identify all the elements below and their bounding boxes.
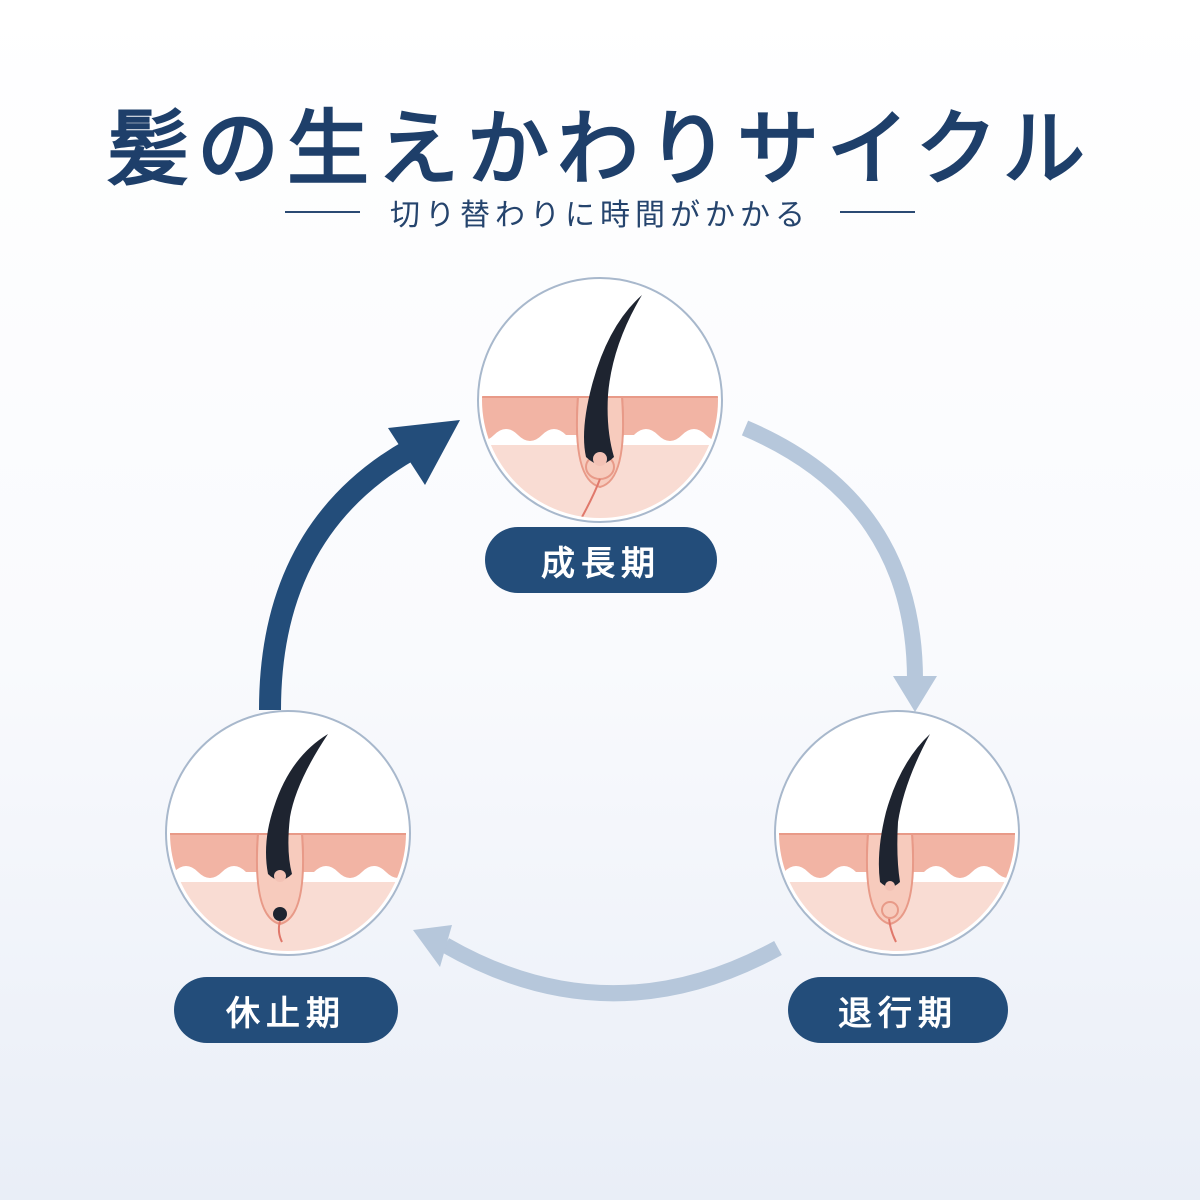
stage-label-anagen: 成長期 [485, 527, 717, 593]
arrow-catagen-to-telogen [413, 925, 782, 1002]
stage-label-telogen: 休止期 [174, 977, 398, 1043]
stage-catagen-illustration [774, 710, 1020, 956]
page-title: 髪の生えかわりサイクル [107, 102, 1093, 197]
arrow-telogen-to-anagen [259, 420, 460, 711]
subtitle-row: 切り替わりに時間がかかる [0, 190, 1200, 234]
stage-label-catagen: 退行期 [788, 977, 1008, 1043]
subtitle: 切り替わりに時間がかかる [390, 198, 810, 233]
stage-telogen-illustration [165, 710, 411, 956]
subtitle-line-right [840, 211, 915, 213]
subtitle-line-left [285, 211, 360, 213]
stage-anagen-illustration [477, 277, 723, 523]
arrow-anagen-to-catagen [741, 420, 937, 712]
